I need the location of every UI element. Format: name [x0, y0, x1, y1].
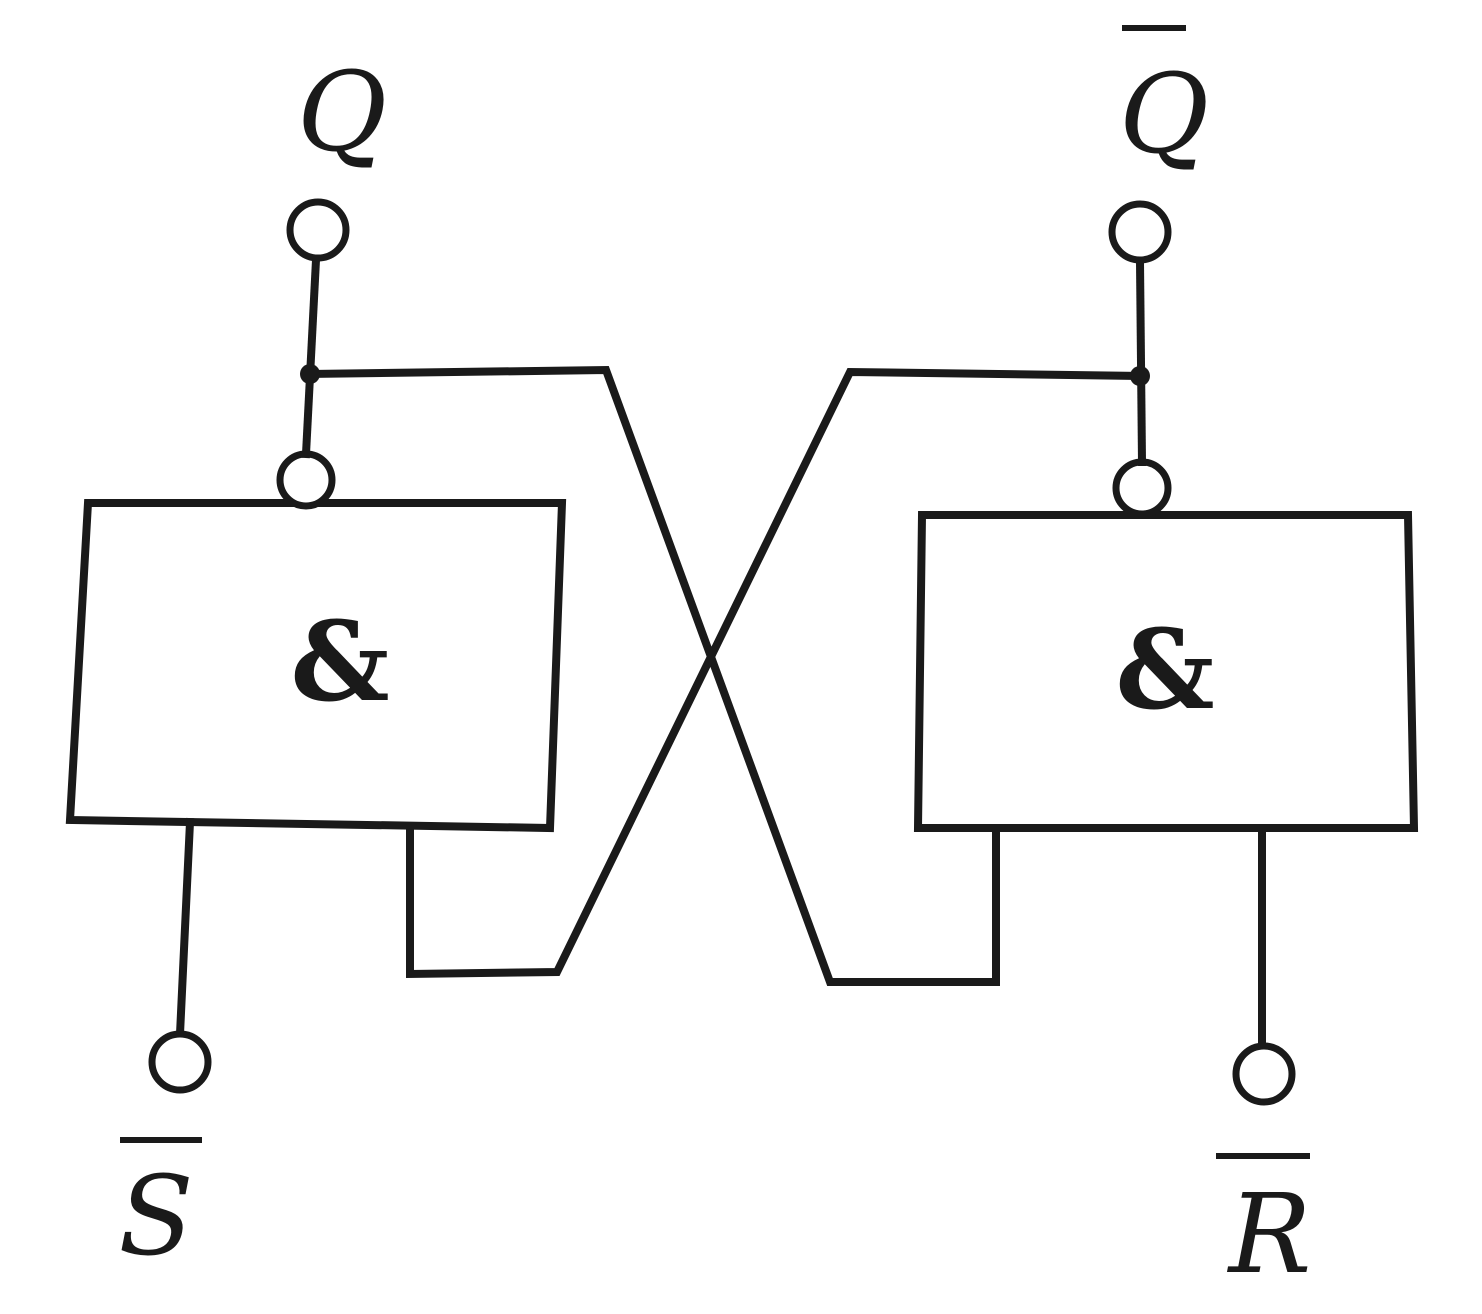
gate-right-output-bubble: [1112, 458, 1172, 518]
label-q-bar: Q: [1119, 25, 1209, 178]
q-bar-output-terminal: [1108, 200, 1172, 264]
label-r-bar: R: [1216, 1153, 1312, 1298]
feedback-q-to-right-gate: [305, 365, 1000, 986]
feedback-wires: [305, 365, 1145, 986]
q-bar-output-stem: [1135, 257, 1147, 467]
q-output-wiring: [286, 198, 350, 459]
s-bar-input-terminal: [148, 1030, 212, 1094]
gate-left-body: [65, 499, 567, 833]
q-output-stem: [301, 255, 321, 459]
s-bar-input-wire: [175, 817, 195, 1039]
r-bar-input-terminal: [1232, 1042, 1296, 1106]
r-bar-input: [1232, 826, 1296, 1106]
gate-left-output-bubble: [276, 450, 336, 510]
q-bar-output-wiring: [1108, 200, 1172, 467]
label-r-bar-text: R: [1227, 1170, 1312, 1298]
label-s-bar-text: S: [118, 1152, 193, 1280]
nand-gate-right: &: [913, 458, 1419, 832]
gate-right-body: [913, 511, 1419, 832]
nand-gate-left: &: [65, 450, 567, 833]
q-output-terminal: [286, 198, 350, 262]
label-q: Q: [297, 48, 387, 176]
label-s-bar: S: [118, 1137, 202, 1280]
s-bar-input: [148, 817, 212, 1094]
gate-left-symbol: &: [290, 597, 389, 726]
feedback-q-bar-to-left-gate: [406, 367, 1145, 979]
gate-right-symbol: &: [1115, 605, 1214, 734]
label-q-bar-text: Q: [1119, 50, 1209, 178]
label-q-text: Q: [297, 48, 387, 176]
